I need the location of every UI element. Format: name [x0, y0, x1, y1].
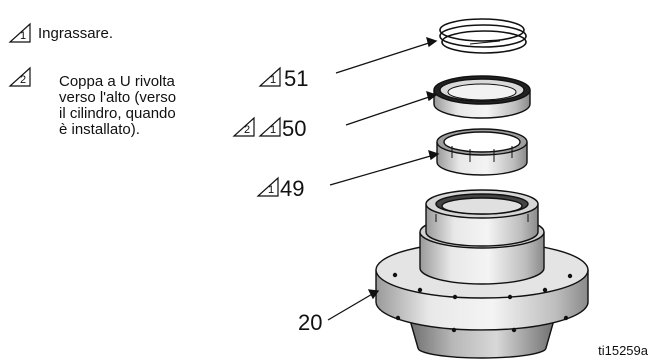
svg-text:1: 1	[270, 124, 276, 136]
warning-triangle-icon: 2	[8, 66, 31, 87]
callout-20: 20	[298, 310, 322, 335]
part-number-50: 50	[282, 116, 306, 141]
bolt-holes	[392, 272, 573, 333]
svg-text:1: 1	[270, 74, 276, 86]
leader-lines	[327, 37, 440, 321]
legend-marker-1: 1	[20, 30, 26, 42]
callout-49: 1 49	[256, 176, 304, 201]
warning-triangle-icon: 1	[258, 66, 281, 87]
legend-marker-2: 2	[20, 74, 26, 86]
part-20-housing	[375, 189, 589, 359]
figure-id: ti15259a	[598, 343, 648, 358]
callout-50: 2 1 50	[232, 116, 306, 141]
svg-text:2: 2	[244, 124, 250, 136]
part-number-51: 51	[284, 66, 308, 91]
legend-text-u-cup: Coppa a U rivolta verso l'alto (verso il…	[59, 73, 177, 138]
warning-triangle-icon: 1	[256, 176, 279, 197]
part-number-20: 20	[298, 310, 322, 335]
legend-text-grease: Ingrassare.	[38, 25, 114, 42]
warning-triangle-icon: 1	[8, 22, 31, 43]
part-51-spring	[439, 18, 527, 54]
part-number-49: 49	[280, 176, 304, 201]
warning-triangle-icon: 2	[232, 116, 255, 137]
svg-text:1: 1	[268, 184, 274, 196]
part-49-bushing	[436, 128, 528, 176]
callout-51: 1 51	[258, 66, 308, 91]
part-50-u-cup	[433, 75, 531, 119]
warning-triangle-icon: 1	[258, 116, 281, 137]
